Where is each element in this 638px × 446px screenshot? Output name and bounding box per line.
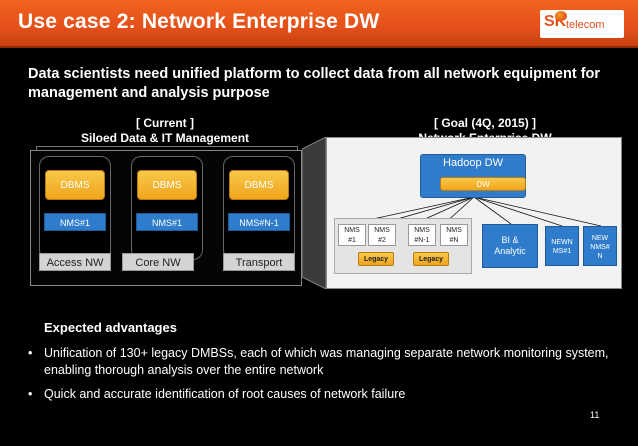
title-bar: Use case 2: Network Enterprise DW SK tel… [0,0,638,48]
bi-analytic-box: BI &Analytic [482,224,538,268]
dw-cylinder: DW [440,177,526,191]
advantage-text: Unification of 130+ legacy DMBSs, each o… [44,346,609,377]
advantage-item: • Quick and accurate identification of r… [28,386,618,403]
slide-subtitle: Data scientists need unified platform to… [28,66,601,101]
bullet-icon: • [28,346,33,360]
nms-item: NMS#N [440,224,468,246]
dbms-cylinder: DBMS [229,170,289,200]
bullet-icon: • [28,387,33,401]
sk-telecom-logo: SK telecom [540,10,624,38]
nms-item: NMS#N-1 [408,224,436,246]
advantage-item: • Unification of 130+ legacy DMBSs, each… [28,345,618,379]
network-label-core: Core NW [122,253,194,271]
advantage-text: Quick and accurate identification of roo… [44,387,406,401]
legacy-db: Legacy [413,252,449,266]
current-heading-line1: [ Current ] [136,116,194,130]
slide-title: Use case 2: Network Enterprise DW [18,10,380,33]
current-heading-line2: Siloed Data & IT Management [80,131,250,145]
hadoop-dw-label: Hadoop DW [443,157,503,169]
nms-box: NMS#1 [136,213,198,231]
nms-box: NMS#1 [44,213,106,231]
logo-swirl-icon [555,11,567,21]
dbms-cylinder: DBMS [137,170,197,200]
current-heading: [ Current ] Siloed Data & IT Management [60,116,270,146]
nms-box: NMS#N-1 [228,213,290,231]
nms-item: NMS#2 [368,224,396,246]
legacy-db: Legacy [358,252,394,266]
network-label-access: Access NW [39,253,111,271]
dbms-cylinder: DBMS [45,170,105,200]
zoom-connector [302,137,326,289]
page-number: 11 [590,410,600,420]
nms-item: NMS#1 [338,224,366,246]
advantages-title: Expected advantages [44,320,177,335]
logo-text: telecom [566,19,605,31]
goal-heading-line1: [ Goal (4Q, 2015) ] [433,116,537,130]
network-label-transport: Transport [223,253,295,271]
